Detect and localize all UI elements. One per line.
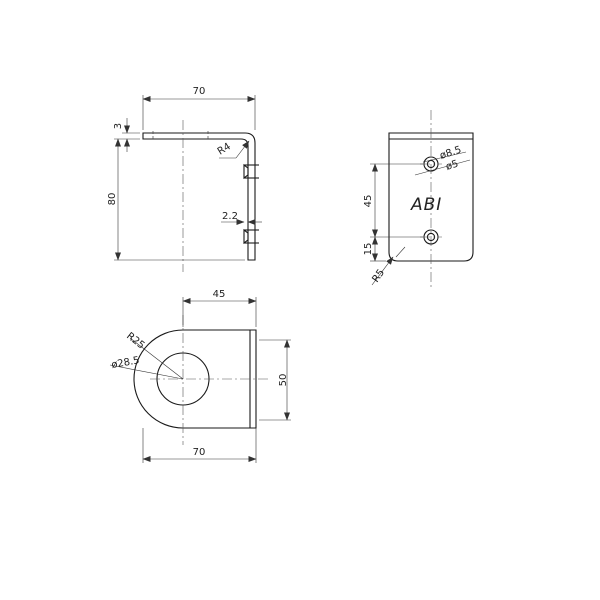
- hole-profile-upper: [243, 163, 249, 180]
- side-dim-height: 80: [107, 193, 118, 206]
- top-view: 45 R25 ø28.5 50 70: [109, 289, 291, 463]
- front-dim-corner-radius: R5: [370, 268, 387, 285]
- side-view: 70 80 3 R4 2.2: [107, 86, 262, 272]
- front-dim-hole-large: ø8.5: [439, 145, 463, 162]
- front-plate-outline: [388, 132, 474, 262]
- top-plate-outline: [133, 329, 257, 429]
- top-dim-width: 70: [193, 447, 206, 458]
- front-view: ABI ø8.5 ø5 45 15 R5: [363, 110, 474, 290]
- bracket-profile: [142, 132, 256, 261]
- front-dim-spacing: 45: [363, 195, 374, 208]
- top-dim-height: 50: [278, 374, 289, 387]
- side-dim-width: 70: [193, 86, 206, 97]
- hole-profile-lower: [243, 228, 249, 245]
- side-dim-bend-radius: R4: [216, 141, 233, 157]
- front-dim-offset: 15: [363, 243, 374, 256]
- front-logo: ABI: [410, 195, 442, 215]
- front-dim-hole-small: ø5: [445, 159, 460, 173]
- side-dim-thickness: 3: [113, 123, 124, 129]
- top-dim-center-offset: 45: [213, 289, 226, 300]
- top-dim-hole-diameter: ø28.5: [111, 355, 141, 371]
- side-dim-hole-gap: 2.2: [222, 211, 238, 222]
